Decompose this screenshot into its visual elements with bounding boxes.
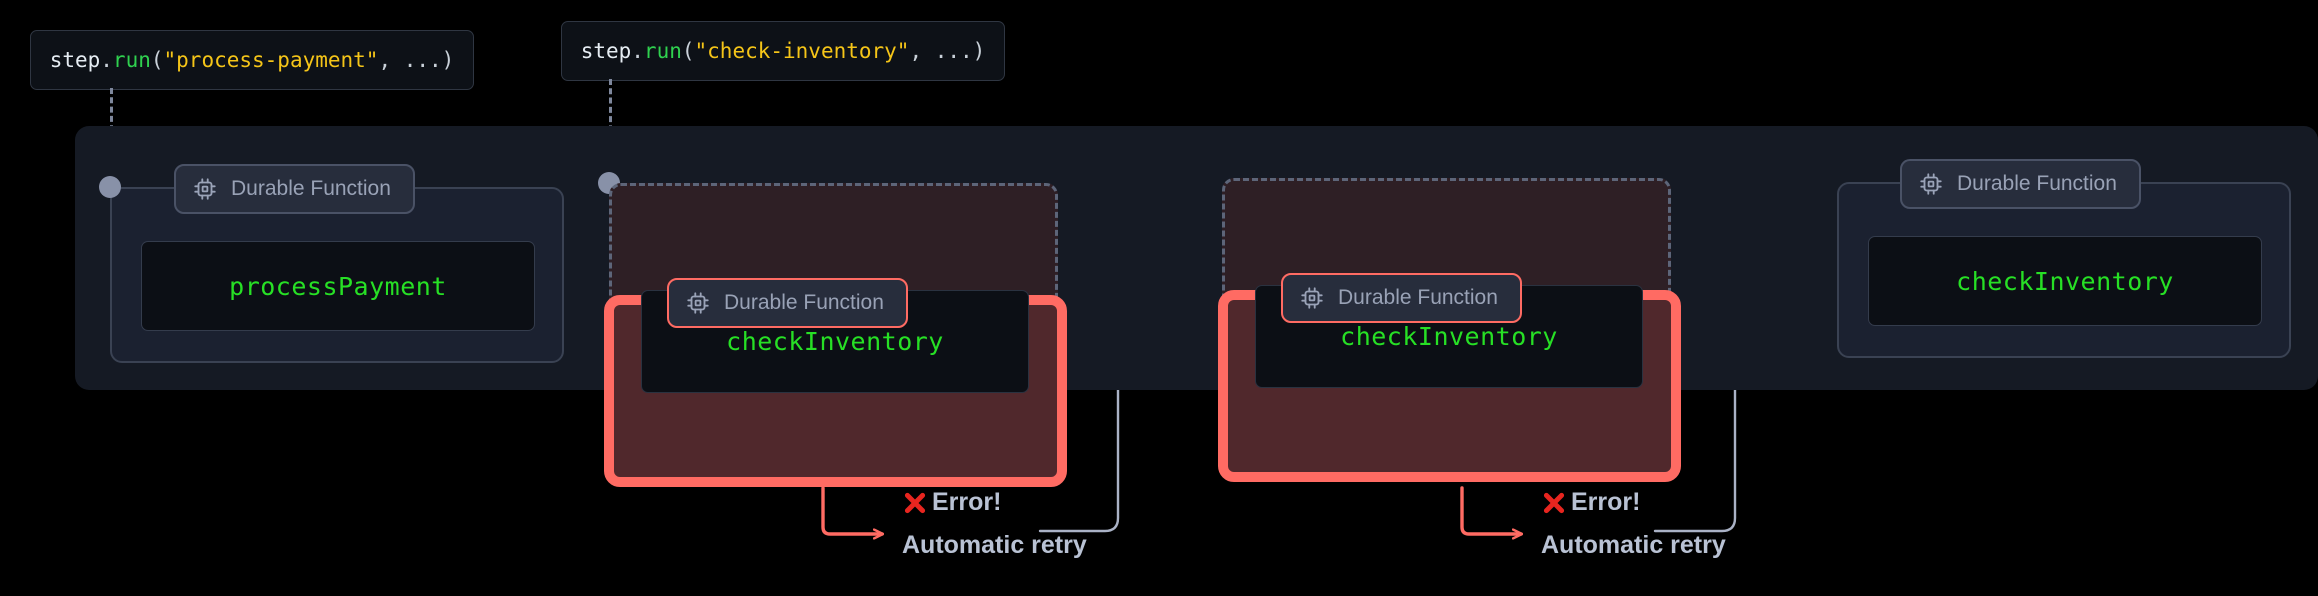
callout-paren: ( — [150, 48, 164, 72]
cpu-chip-icon — [1918, 171, 1944, 197]
function-name-box-1: processPayment — [141, 241, 535, 331]
cpu-chip-icon — [192, 176, 218, 202]
callout-obj: step — [49, 48, 101, 72]
callout-rest: , ...) — [378, 48, 455, 72]
function-name-box-4: checkInventory — [1868, 236, 2262, 326]
durable-function-label: Durable Function — [231, 177, 391, 200]
callout-check-inventory: step.run("check-inventory", ...) — [561, 21, 1005, 81]
x-mark-icon — [902, 490, 928, 516]
step-card-4[interactable]: checkInventory — [1837, 182, 2291, 358]
callout-arg: "process-payment" — [163, 48, 379, 72]
durable-function-pill-2[interactable]: Durable Function — [667, 278, 908, 328]
callout-dot: . — [100, 48, 113, 72]
step-anchor-dot-1 — [99, 176, 121, 198]
retry-label: Automatic retry — [1541, 531, 1726, 559]
callout-rest: , ...) — [909, 39, 986, 63]
durable-function-label: Durable Function — [1338, 286, 1498, 309]
callout-paren: ( — [681, 39, 695, 63]
durable-function-label: Durable Function — [724, 291, 884, 314]
error-label-row: Error! — [902, 488, 1001, 517]
error-label-row: Error! — [1541, 488, 1640, 517]
callout-dot: . — [631, 39, 644, 63]
durable-function-pill-3[interactable]: Durable Function — [1281, 273, 1522, 323]
step-card-1[interactable]: processPayment — [110, 187, 564, 363]
callout-obj: step — [580, 39, 632, 63]
callout-method: run — [112, 48, 151, 72]
callout-arg: "check-inventory" — [694, 39, 910, 63]
durable-function-label: Durable Function — [1957, 172, 2117, 195]
cpu-chip-icon — [1299, 285, 1325, 311]
callout-process-payment: step.run("process-payment", ...) — [30, 30, 474, 90]
error-annotation-2: Error! Automatic retry — [1519, 488, 1819, 568]
error-label: Error! — [932, 488, 1002, 516]
durable-function-pill-4[interactable]: Durable Function — [1900, 159, 2141, 209]
error-label: Error! — [1571, 488, 1641, 516]
retry-label: Automatic retry — [902, 531, 1087, 559]
callout-method: run — [643, 39, 682, 63]
x-mark-icon — [1541, 490, 1567, 516]
error-annotation-1: Error! Automatic retry — [880, 488, 1180, 568]
durable-function-pill-1[interactable]: Durable Function — [174, 164, 415, 214]
cpu-chip-icon — [685, 290, 711, 316]
